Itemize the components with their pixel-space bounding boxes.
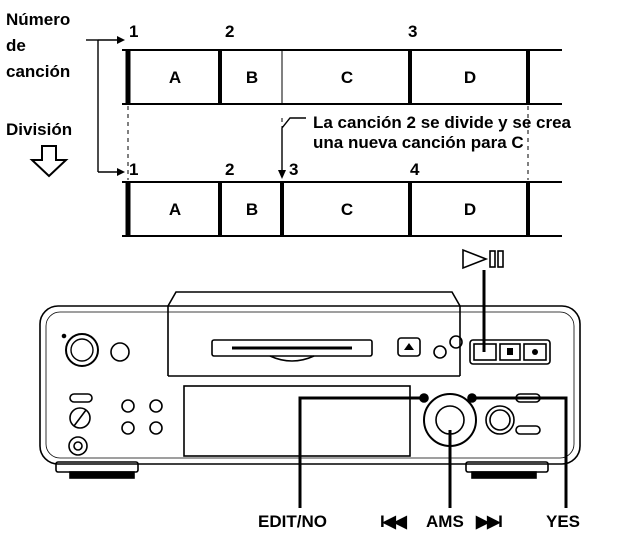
split-note-line-2: una nueva canción para C	[313, 133, 524, 152]
top-track-number-2: 2	[225, 22, 235, 41]
top-track-number-1: 1	[129, 22, 139, 41]
legend-pointer-arrows	[86, 36, 125, 176]
bottom-track-number-2: 2	[225, 160, 235, 179]
edit-no-label: EDIT/NO	[258, 512, 327, 531]
top-track-strip	[122, 49, 562, 105]
bottom-track-number-4: 4	[410, 160, 420, 179]
split-pointer-arrow-icon	[278, 117, 306, 179]
ams-next-label: ▶▶I	[476, 512, 503, 531]
top-track-number-3: 3	[408, 22, 418, 41]
top-segment-b: B	[245, 68, 259, 87]
split-note-line-1: La canción 2 se divide y se crea	[313, 113, 571, 132]
bottom-track-number-1: 1	[129, 160, 139, 179]
label-leader-lines	[298, 396, 568, 508]
top-segment-a: A	[168, 68, 182, 87]
top-segment-c: C	[340, 68, 354, 87]
dashed-guides	[127, 106, 529, 180]
bottom-segment-c: C	[340, 200, 354, 219]
legend-de: de	[6, 36, 26, 55]
yes-label: YES	[546, 512, 581, 531]
division-down-arrow-icon	[29, 145, 69, 178]
bottom-track-strip	[122, 181, 562, 237]
legend-cancion: canción	[6, 62, 71, 81]
ams-label: AMS	[426, 512, 464, 531]
bottom-track-number-3: 3	[289, 160, 299, 179]
play-pause-symbol-icon	[462, 248, 504, 270]
minidisc-deck	[39, 291, 581, 479]
bottom-segment-d: D	[463, 200, 477, 219]
legend-division: División	[6, 120, 73, 139]
ams-prev-label: I◀◀	[380, 512, 407, 531]
bottom-segment-a: A	[168, 200, 182, 219]
top-segment-d: D	[463, 68, 477, 87]
legend-numero: Número	[6, 10, 71, 29]
bottom-segment-b: B	[245, 200, 259, 219]
